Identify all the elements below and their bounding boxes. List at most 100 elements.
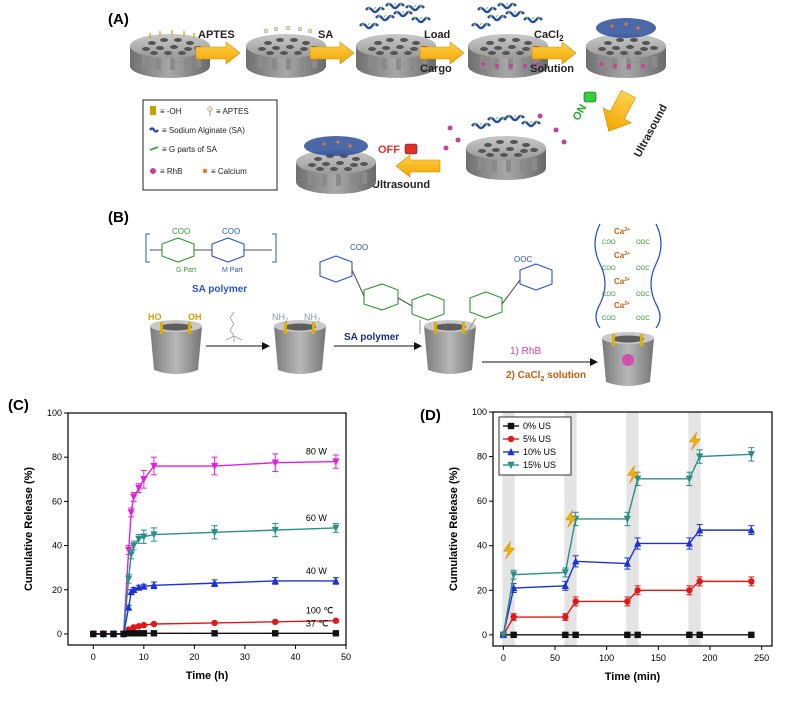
x-tick-label: 200 (702, 653, 717, 663)
data-point (747, 526, 755, 534)
data-point (562, 631, 569, 639)
on-label: ON (571, 102, 590, 122)
y-tick-label: 100 (47, 408, 62, 418)
data-point (686, 631, 693, 639)
releasing-msn-disc (443, 113, 567, 180)
on-switch-icon (583, 91, 597, 103)
ca-label-4: Ca2+ (614, 301, 630, 310)
ooc-egg-3: OOC (636, 292, 650, 298)
series-0 (500, 631, 755, 639)
y-tick-label: 20 (477, 585, 487, 595)
legend-aptes: ≡ APTES (216, 107, 249, 116)
data-point (685, 539, 693, 547)
ultrasound-label-right: Ultrasound (632, 103, 670, 160)
data-point (130, 493, 138, 501)
panel-label-d: (D) (420, 407, 441, 424)
y-tick-label: 80 (477, 452, 487, 462)
coo-egg-3: COO (602, 292, 616, 298)
x-axis-title: Time (h) (186, 670, 229, 682)
g-part-icon (149, 146, 159, 151)
ooc-egg-4: OOC (636, 316, 650, 322)
data-point (125, 575, 133, 583)
x-tick-label: 0 (501, 653, 506, 663)
data-point (211, 619, 218, 627)
ca-label-2: Ca2+ (614, 251, 630, 260)
y-tick-label: 60 (52, 496, 62, 506)
step-label-cargo: Cargo (420, 63, 452, 75)
data-point (562, 613, 569, 621)
data-point (332, 524, 340, 532)
data-point (130, 630, 137, 637)
scheme-b: COO COO G Part M Part SA polymer HO OH (145, 223, 662, 386)
series-label: 80 W (306, 447, 328, 457)
scheme-a-legend: ≡ -OH ≡ APTES ≡ Sodium Alginate (SA) ≡ G… (142, 99, 278, 191)
legend-calcium: ≡ Calcium (211, 167, 247, 176)
legend-marker (507, 461, 515, 469)
data-point (332, 617, 340, 624)
hydroxyl-icon (150, 106, 156, 115)
data-point (211, 630, 218, 637)
data-point (696, 631, 703, 639)
data-point (271, 459, 279, 467)
data-point (140, 476, 148, 484)
y-tick-label: 0 (482, 630, 487, 640)
data-point (210, 579, 219, 587)
data-point (499, 631, 507, 639)
data-point (748, 578, 755, 585)
data-point (150, 620, 158, 628)
data-point (140, 630, 148, 637)
x-tick-label: 50 (341, 652, 351, 662)
step-rhb-label: 1) RhB (510, 346, 541, 357)
plot-frame (67, 412, 347, 646)
sa-polymer-label-top: SA polymer (192, 284, 247, 295)
arrow-ultrasound-off (395, 154, 441, 178)
data-point (150, 581, 158, 589)
data-point (510, 613, 517, 621)
off-switch-icon (404, 143, 418, 155)
data-point (127, 551, 135, 559)
step-label-sa: SA (318, 29, 333, 41)
series-1 (500, 576, 755, 639)
off-label: OFF (378, 144, 400, 156)
step-label-solution: Solution (530, 63, 574, 75)
data-point (696, 578, 703, 585)
data-point (747, 451, 755, 459)
grafted-sa-structure (319, 255, 445, 334)
oh-pore-cup: HO OH (148, 312, 202, 374)
legend-label: 0% US (523, 421, 551, 431)
data-point (140, 533, 148, 541)
data-point (150, 630, 158, 637)
legend-label: 10% US (523, 447, 556, 457)
coo-egg-2: COO (602, 266, 616, 272)
sa-polymer-structure: COO COO G Part M Part (145, 227, 277, 274)
series-4: 37 ℃ (90, 618, 340, 638)
step-label-load: Load (424, 29, 450, 41)
sa-grafted-pore-cup (424, 320, 476, 374)
ultrasound-band (688, 412, 701, 646)
ooc-egg-2: OOC (636, 266, 650, 272)
data-point (332, 576, 340, 585)
lightning-icon (627, 465, 640, 484)
data-point (510, 631, 517, 639)
coo-mid-label: COO (350, 243, 368, 252)
data-point (561, 581, 569, 590)
plot-frame (492, 411, 773, 647)
data-point (624, 598, 631, 605)
series-3 (499, 447, 755, 639)
x-axis-title: Time (min) (605, 671, 661, 683)
coo-egg-4: COO (602, 316, 616, 322)
ca-label-3: Ca2+ (614, 277, 630, 286)
step-label-aptes: APTES (198, 29, 235, 41)
arrow-ultrasound-on (602, 89, 636, 132)
step-label-cacl: CaCl2 (534, 29, 564, 43)
bare-msn-disc (130, 30, 210, 78)
coo-egg-1: COO (602, 240, 616, 246)
data-point (686, 587, 693, 594)
data-point (150, 531, 158, 539)
data-point (623, 515, 631, 523)
data-point (572, 598, 579, 605)
data-point (125, 603, 133, 611)
